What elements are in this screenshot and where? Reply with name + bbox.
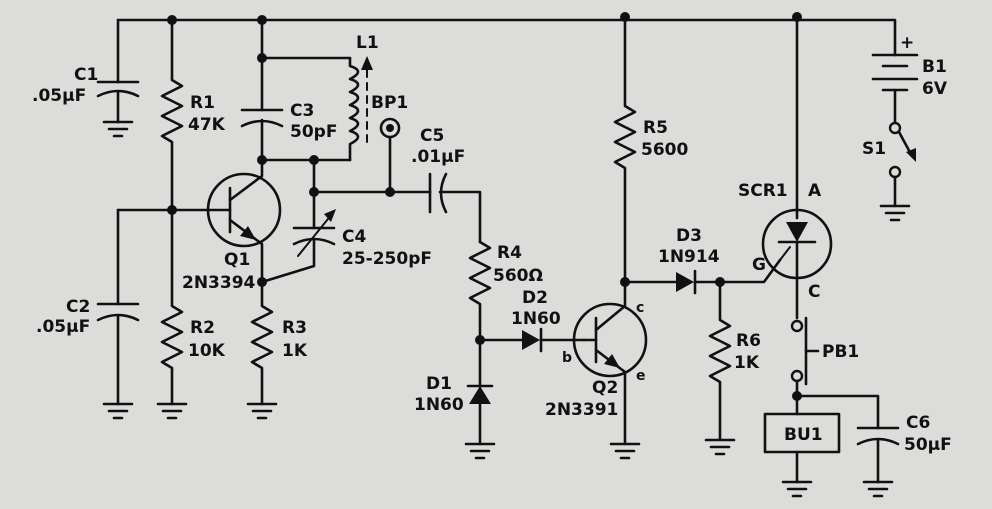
ground-symbol [464, 442, 496, 460]
resistor-r1 [160, 18, 184, 212]
r4-value-label: 560Ω [493, 266, 543, 286]
r2-ref-label: R2 [190, 318, 215, 338]
ground-symbol [102, 402, 134, 420]
c1-ref-label: C1 [74, 65, 98, 85]
scr1-ref-label: SCR1 [738, 181, 788, 201]
r6-value-label: 1K [734, 353, 760, 373]
transistor-q1 [116, 158, 282, 284]
c3-value-label: 50pF [290, 122, 337, 142]
ground-symbol [102, 120, 134, 138]
resistor-r2 [156, 208, 188, 420]
r5-value-label: 5600 [641, 140, 688, 160]
ground-symbol [156, 402, 188, 420]
ground-symbol [704, 438, 736, 456]
c2-value-label: .05µF [36, 317, 90, 337]
c3-ref-label: C3 [290, 101, 314, 121]
ground-symbol [879, 204, 911, 222]
variable-capacitor-c4 [260, 190, 336, 284]
q1-part-label: 2N3394 [182, 273, 256, 293]
buzzer-bu1 [763, 394, 841, 498]
pb1-ref-label: PB1 [822, 342, 859, 362]
diode-d2 [478, 327, 586, 353]
pushbutton-pb1 [790, 316, 820, 398]
ground-symbol [609, 442, 641, 460]
b1-polarity-label: + [900, 33, 914, 53]
d2-ref-label: D2 [522, 288, 548, 308]
q2-part-label: 2N3391 [545, 400, 618, 420]
d1-part-label: 1N60 [414, 395, 464, 415]
scr-scr1 [761, 15, 833, 320]
l1-ref-label: L1 [356, 33, 379, 53]
ground-symbol [246, 402, 278, 420]
inductor-l1 [348, 56, 373, 162]
r3-value-label: 1K [282, 341, 308, 361]
r3-ref-label: R3 [282, 318, 307, 338]
c1-value-label: .05µF [32, 86, 86, 106]
resistor-r5 [613, 15, 637, 284]
d3-part-label: 1N914 [658, 247, 720, 267]
r6-ref-label: R6 [736, 331, 761, 351]
ground-symbol [862, 480, 894, 498]
c5-ref-label: C5 [420, 126, 444, 146]
top-rail-wire [116, 18, 897, 57]
r4-ref-label: R4 [497, 243, 522, 263]
c4-value-label: 25-250pF [342, 249, 432, 269]
capacitor-c3 [240, 56, 284, 162]
c5-value-label: .01µF [411, 147, 465, 167]
scr1-gate-label: G [752, 255, 766, 275]
diode-d1 [464, 338, 496, 460]
r1-ref-label: R1 [190, 93, 215, 113]
q2-collector-label: c [636, 300, 644, 316]
d3-ref-label: D3 [676, 226, 702, 246]
c2-ref-label: C2 [66, 297, 90, 317]
c6-value-label: 50µF [904, 435, 952, 455]
q2-emitter-label: e [636, 368, 646, 384]
capacitor-c2 [96, 208, 140, 420]
resistor-r4 [468, 240, 492, 342]
capacitor-c1 [96, 18, 140, 138]
transistor-q2 [572, 280, 648, 460]
r1-value-label: 47K [188, 115, 226, 135]
q2-base-label: b [562, 350, 572, 366]
bu1-ref-label: BU1 [784, 425, 823, 445]
q1-ref-label: Q1 [224, 250, 250, 270]
resistor-r3 [246, 280, 278, 420]
c6-ref-label: C6 [906, 413, 930, 433]
d2-part-label: 1N60 [511, 309, 561, 329]
b1-value-label: 6V [922, 79, 948, 99]
scr1-cathode-label: C [808, 282, 820, 302]
d1-ref-label: D1 [426, 374, 452, 394]
battery-b1 [871, 53, 919, 124]
tank-top-wire [260, 18, 352, 60]
q2-ref-label: Q2 [592, 378, 618, 398]
scr1-anode-label: A [808, 181, 822, 201]
s1-ref-label: S1 [862, 139, 886, 159]
capacitor-c5 [428, 172, 482, 244]
r5-ref-label: R5 [643, 118, 668, 138]
ground-symbol [781, 480, 813, 498]
b1-ref-label: B1 [922, 57, 947, 77]
bp1-ref-label: BP1 [371, 93, 408, 113]
r2-value-label: 10K [188, 341, 226, 361]
resistor-r6 [704, 280, 736, 456]
binding-post-bp1 [379, 117, 401, 194]
switch-s1 [879, 121, 916, 222]
junction-dot [385, 187, 395, 197]
capacitor-c6 [795, 394, 900, 498]
c4-ref-label: C4 [342, 227, 366, 247]
